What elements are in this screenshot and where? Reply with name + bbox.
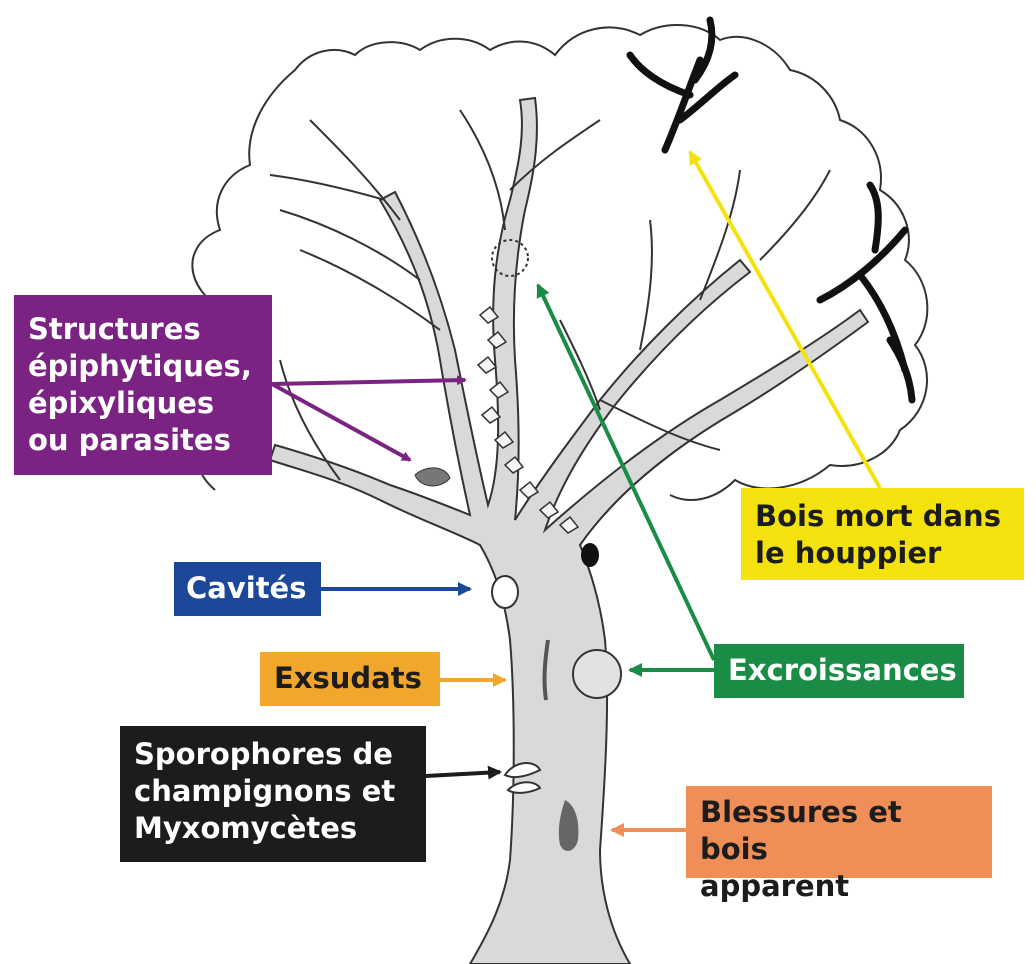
burl: [573, 650, 621, 698]
arrow-sporophores: [426, 772, 500, 776]
arrow-structures-2: [272, 384, 410, 460]
dead-wood: [630, 20, 912, 400]
cavity-dark: [581, 543, 599, 567]
label-exsudats: Exsudats: [260, 652, 440, 706]
crown-outline: [192, 25, 927, 500]
arrow-structures-1: [272, 380, 465, 384]
branches: [270, 110, 830, 480]
nest-epiphyte: [415, 468, 450, 486]
label-cavites: Cavités: [174, 562, 321, 616]
cavity-hole: [492, 576, 518, 608]
label-sporophores: Sporophores de champignons et Myxomycète…: [120, 726, 426, 862]
label-bois-mort: Bois mort dans le houppier: [741, 488, 1024, 580]
label-excroissances: Excroissances: [714, 644, 964, 698]
label-structures-epiphytiques: Structures épiphytiques, épixyliques ou …: [14, 295, 272, 475]
label-blessures: Blessures et bois apparent: [686, 786, 992, 878]
